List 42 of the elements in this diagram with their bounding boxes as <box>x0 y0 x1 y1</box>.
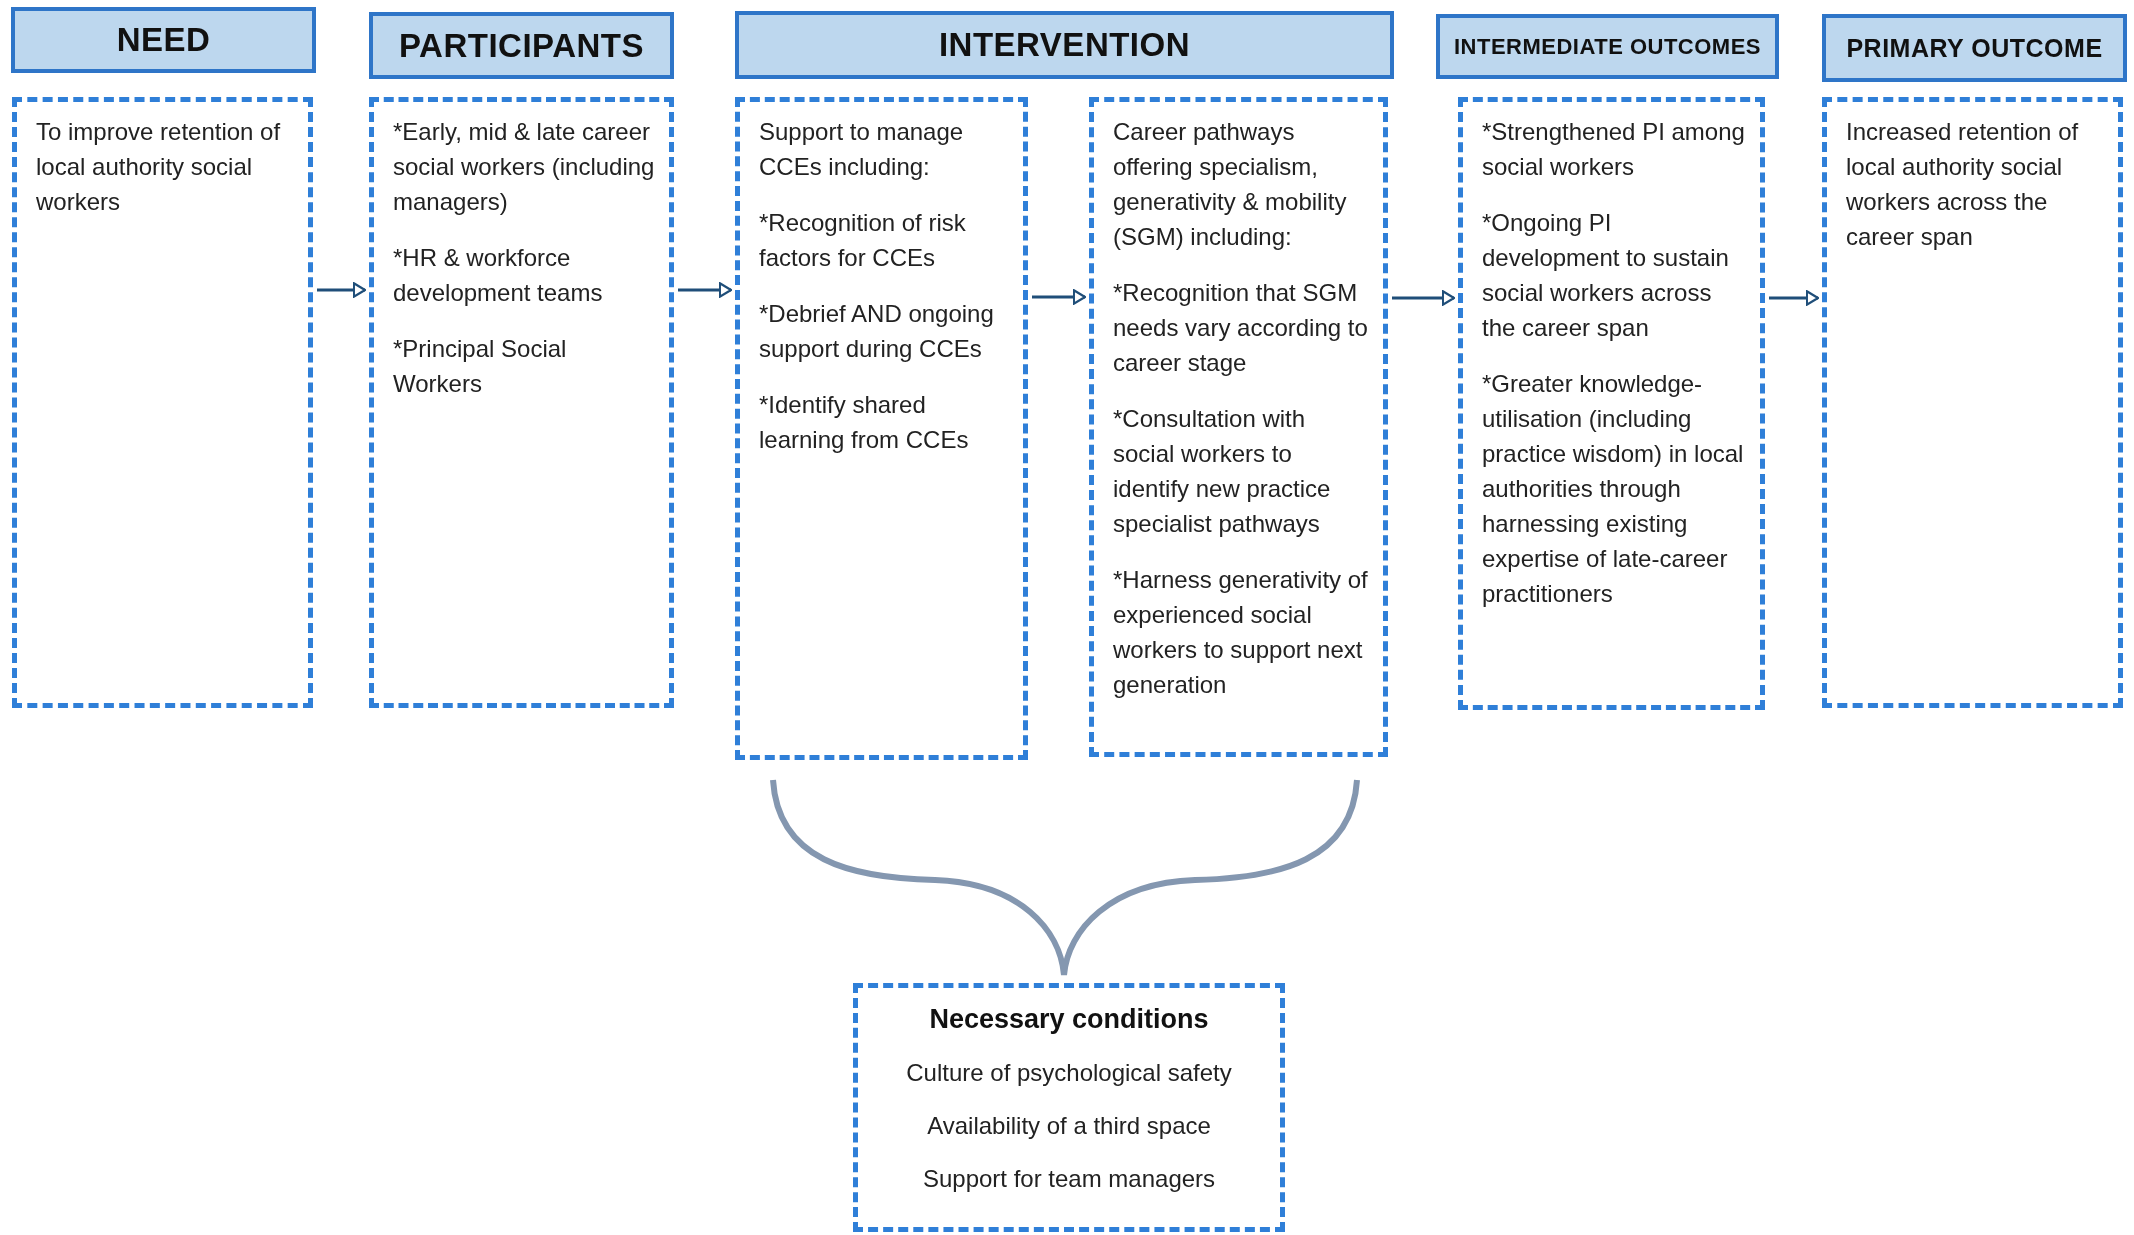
box-text: *Greater knowledge-utilisation (including practice wisdom) in local authorities through harnessing existing expertise of late-career practitioners <box>1482 369 1745 609</box>
box-text: To improve retention of local authority social workers <box>36 117 282 217</box>
header-text: INTERVENTION <box>938 26 1191 64</box>
header-text: PARTICIPANTS <box>399 26 644 65</box>
header-box <box>1822 14 2127 82</box>
box-text: Culture of psychological safety <box>906 1058 1232 1088</box>
box-text: *Recognition of risk factors for CCEs <box>759 208 967 273</box>
box-text: *Debrief AND ongoing support during CCEs <box>759 299 995 364</box>
header-box <box>11 7 316 73</box>
box-text: Availability of a third space <box>927 1111 1211 1141</box>
dashed-box <box>1089 97 1388 757</box>
dashed-box <box>853 983 1285 1232</box>
box-text: *Ongoing PI development to sustain social workers across the career span <box>1482 208 1730 343</box>
box-text: *Strengthened PI among social workers <box>1482 117 1746 182</box>
dashed-box <box>735 97 1028 760</box>
header-text: PRIMARY OUTCOME <box>1846 33 2103 63</box>
box-text: *Recognition that SGM needs vary according to career stage <box>1113 278 1369 378</box>
arrow <box>1032 289 1087 305</box>
header-text: NEED <box>116 21 211 59</box>
arrow <box>317 282 367 298</box>
arrow <box>1392 290 1456 306</box>
box-text: *Identify shared learning from CCEs <box>759 390 970 455</box>
box-text: Support for team managers <box>922 1164 1216 1194</box>
box-text: *Harness generativity of experienced social workers to support next generation <box>1113 565 1369 700</box>
box-text: *Principal Social Workers <box>393 334 568 399</box>
header-box <box>1436 14 1779 79</box>
box-heading: Necessary conditions <box>929 1003 1209 1036</box>
box-text: Support to manage CCEs including: <box>759 117 965 182</box>
box-text: *HR & workforce development teams <box>393 243 604 308</box>
dashed-box <box>369 97 674 708</box>
box-text: Increased retention of local authority social workers across the career span <box>1846 117 2080 252</box>
dashed-box <box>12 97 313 708</box>
box-text: *Consultation with social workers to identify new practice specialist pathways <box>1113 404 1332 539</box>
dashed-box <box>1822 97 2123 708</box>
box-text: Career pathways offering specialism, generativity & mobility (SGM) including: <box>1113 117 1348 252</box>
box-text: *Early, mid & late career social workers (including managers) <box>393 117 655 217</box>
header-box <box>735 11 1394 79</box>
header-text: INTERMEDIATE OUTCOMES <box>1453 33 1762 60</box>
dashed-box <box>1458 97 1765 710</box>
header-box <box>369 12 674 79</box>
arrow <box>678 282 733 298</box>
arrow <box>1769 290 1820 306</box>
